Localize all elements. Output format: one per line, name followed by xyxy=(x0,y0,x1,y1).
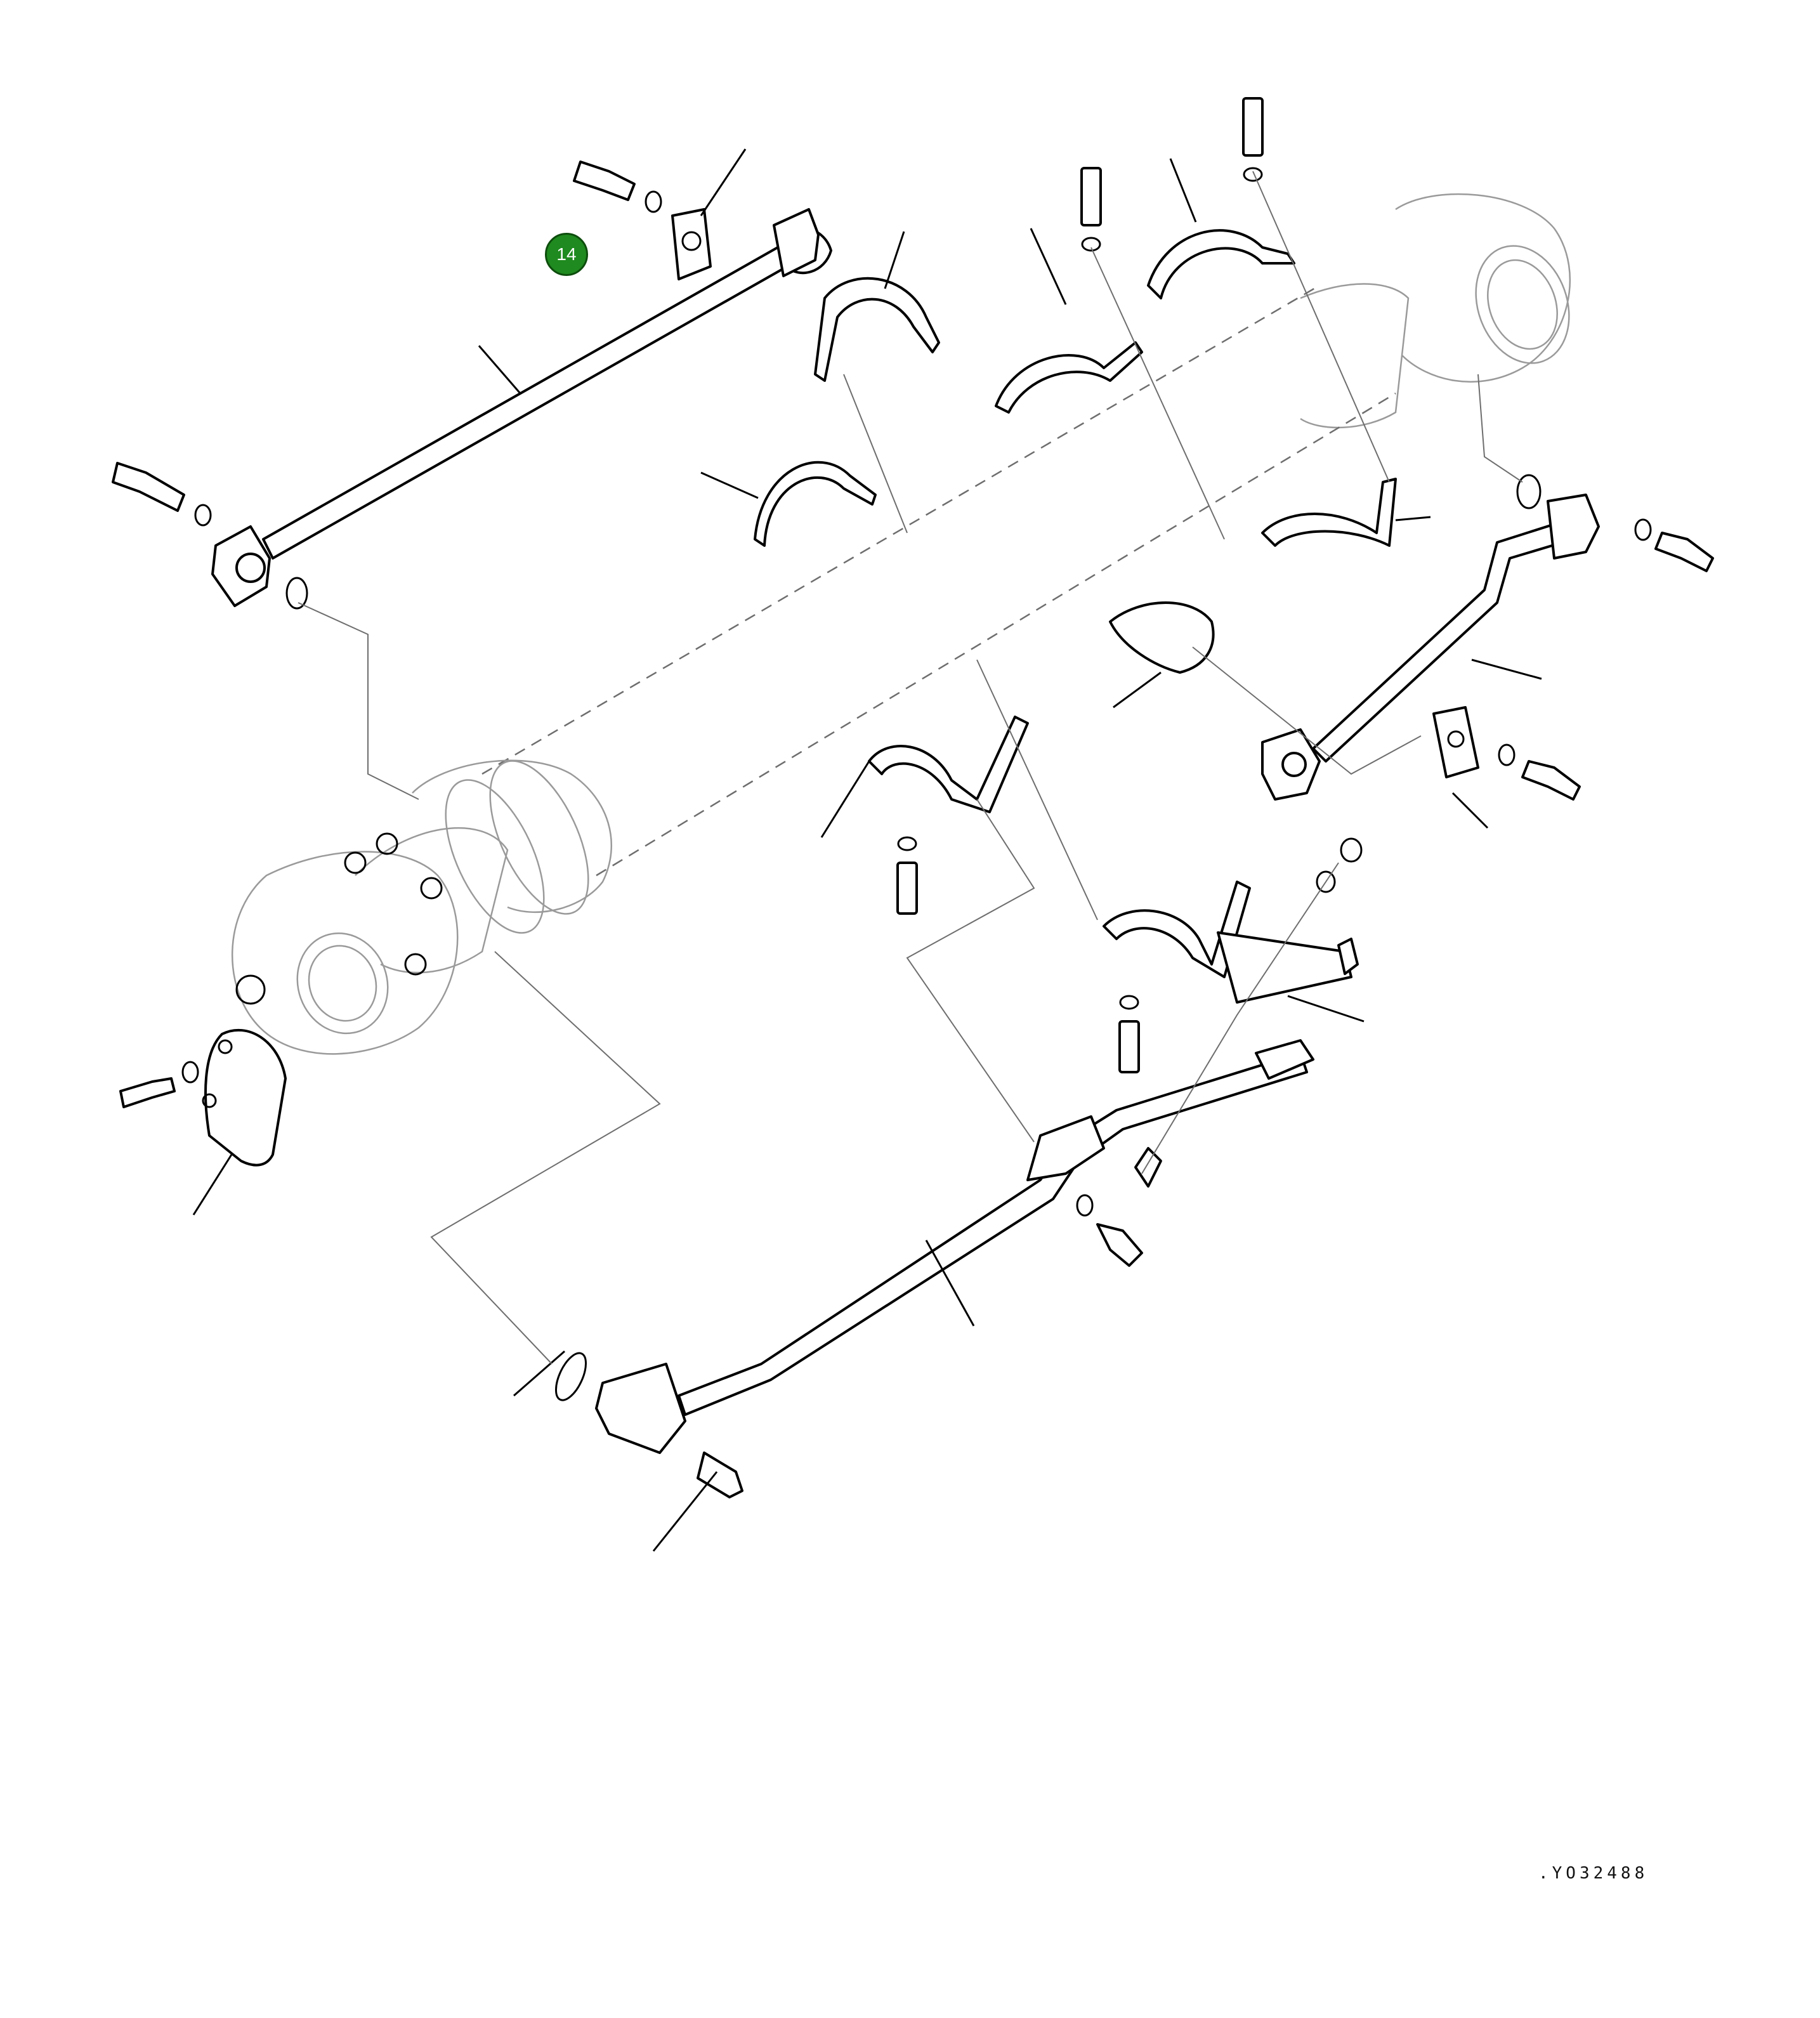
sensor-bracket xyxy=(1217,931,1359,1004)
guide-lines xyxy=(298,171,1523,1365)
cover-plate xyxy=(119,1028,287,1167)
lower-tube xyxy=(555,837,1363,1498)
right-tube xyxy=(1261,474,1714,801)
upper-tube-bolts xyxy=(112,161,662,527)
band-clamps xyxy=(754,229,1397,978)
upper-tube xyxy=(211,208,832,610)
callout-14[interactable]: 14 xyxy=(545,233,588,276)
clamp-bolts xyxy=(896,97,1264,1073)
drawing-code: .YO32488 xyxy=(1538,1864,1649,1883)
leader-lines xyxy=(192,148,1542,1552)
hydraulic-cylinder xyxy=(232,193,1571,1055)
